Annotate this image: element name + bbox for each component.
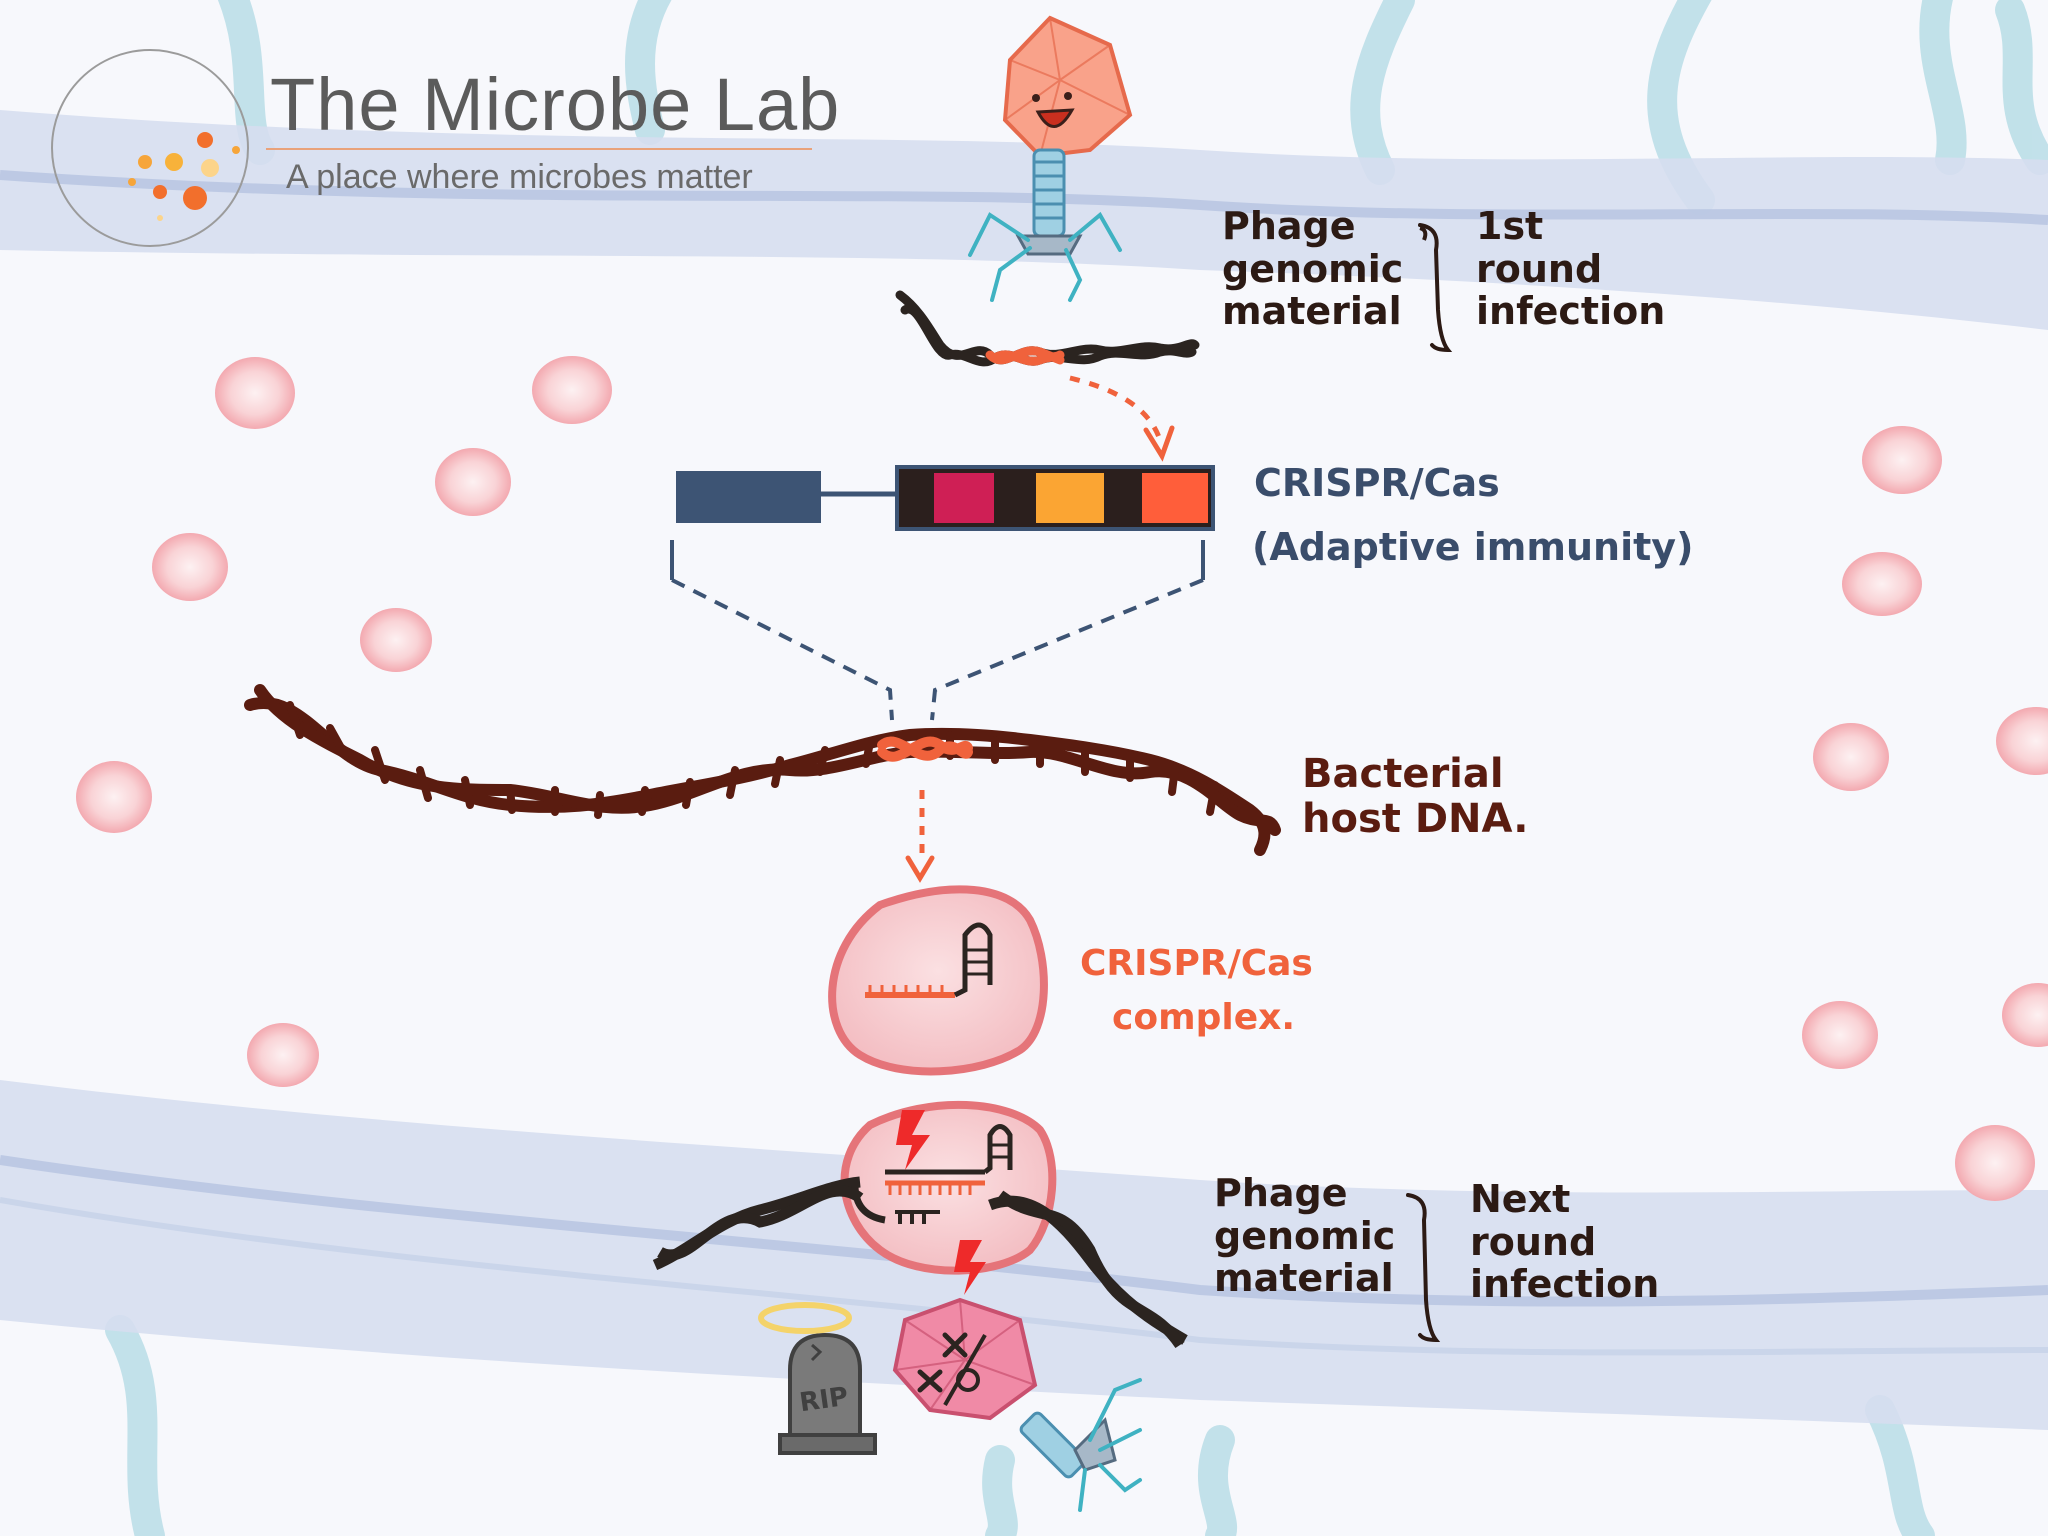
next-round-line: infection <box>1470 1262 1660 1307</box>
complex-label-line1: CRISPR/Cas <box>1080 943 1313 984</box>
halo-icon <box>758 1302 852 1334</box>
brace-next-round <box>1406 1193 1441 1343</box>
rip-text: RIP <box>798 1382 850 1418</box>
phage-material-label-1: Phage genomic material <box>1222 205 1403 333</box>
phage-material-line: Phage <box>1222 204 1356 248</box>
phage-dna-top <box>895 290 1200 367</box>
ribosomes <box>76 356 2048 1201</box>
insertion-arrow <box>1069 375 1163 441</box>
bacterial-dna-line: host DNA. <box>1302 795 1529 842</box>
brace-first-round-left <box>1419 226 1428 241</box>
first-round-label: 1st round infection <box>1476 205 1665 333</box>
next-round-label: Next round infection <box>1470 1178 1659 1306</box>
phage-material-line: genomic <box>1214 1213 1396 1258</box>
flagella <box>105 0 2048 1536</box>
next-round-line: round <box>1470 1219 1597 1264</box>
phage-material-line: Phage <box>1214 1171 1348 1215</box>
lightning-icon <box>896 1110 986 1295</box>
crispr-locus <box>670 465 1215 721</box>
brand-title: The Microbe Lab <box>270 63 841 146</box>
cleavage-complex <box>652 1100 1188 1349</box>
next-round-line: Next <box>1470 1177 1571 1221</box>
brand-divider <box>266 148 812 150</box>
insertion-arrowhead <box>1143 425 1175 462</box>
phage-icon <box>968 15 1133 302</box>
first-round-line: round <box>1476 246 1603 291</box>
first-round-line: infection <box>1476 289 1666 334</box>
phage-material-line: material <box>1222 289 1402 334</box>
crispr-cas-complex <box>828 885 1048 1076</box>
adaptive-immunity-label: (Adaptive immunity) <box>1252 525 1694 569</box>
dead-phage-icon <box>892 1297 1142 1512</box>
phage-material-line: genomic <box>1222 246 1404 291</box>
phage-material-label-2: Phage genomic material <box>1214 1172 1395 1300</box>
bacterial-dna-line: Bacterial <box>1302 751 1504 797</box>
transcription-arrowhead <box>905 855 935 883</box>
brand-subtitle: A place where microbes matter <box>286 158 753 196</box>
logo-icon <box>51 49 249 247</box>
crispr-cas-label: CRISPR/Cas <box>1254 461 1500 505</box>
tombstone-icon <box>778 1332 877 1455</box>
bacterial-dna-label: Bacterial host DNA. <box>1302 752 1528 842</box>
brace-first-round <box>1418 223 1453 353</box>
bacterial-dna <box>244 684 1281 856</box>
complex-label-line2: complex. <box>1112 997 1296 1038</box>
phage-material-line: material <box>1214 1256 1394 1301</box>
first-round-line: 1st <box>1476 204 1544 248</box>
